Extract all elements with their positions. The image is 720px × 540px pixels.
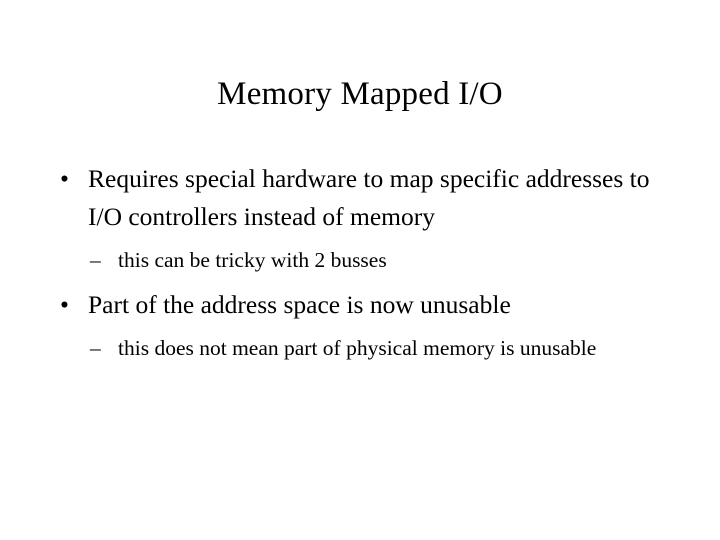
bullet-group-1: • Requires special hardware to map speci… [56, 160, 664, 276]
bullet-item-level2: – this does not mean part of physical me… [56, 332, 664, 364]
bullet-item-level2: – this can be tricky with 2 busses [56, 244, 664, 276]
bullet-dot-icon: • [60, 290, 69, 319]
bullet-text: this does not mean part of physical memo… [118, 336, 597, 360]
bullet-dash-icon: – [90, 336, 101, 360]
bullet-group-2: • Part of the address space is now unusa… [56, 286, 664, 364]
bullet-item-level1: • Requires special hardware to map speci… [56, 160, 664, 236]
bullet-item-level1: • Part of the address space is now unusa… [56, 286, 664, 324]
slide-body: • Requires special hardware to map speci… [56, 160, 664, 368]
page-title: Memory Mapped I/O [217, 76, 503, 112]
bullet-dot-icon: • [60, 164, 69, 193]
bullet-text: Part of the address space is now unusabl… [88, 290, 511, 319]
bullet-text: Requires special hardware to map specifi… [88, 164, 650, 231]
bullet-text: this can be tricky with 2 busses [118, 248, 387, 272]
bullet-dash-icon: – [90, 248, 101, 272]
